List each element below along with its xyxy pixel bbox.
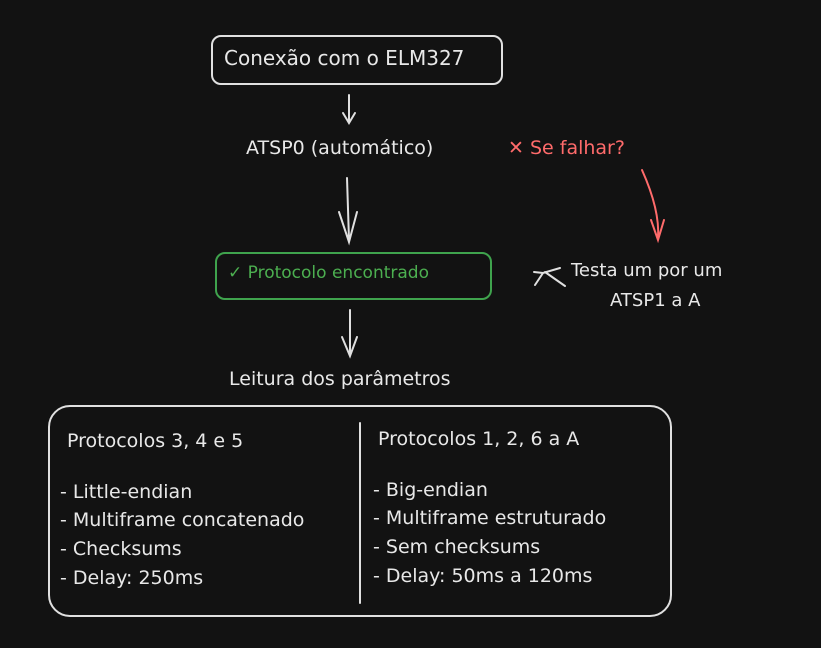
right-item: - Sem checksums bbox=[373, 536, 541, 558]
right-item: - Big-endian bbox=[373, 479, 488, 501]
start-label: Conexão com o ELM327 bbox=[224, 46, 465, 70]
arrow-auto-to-found bbox=[338, 177, 358, 246]
arrow-start-to-auto bbox=[342, 94, 356, 125]
left-item: - Little-endian bbox=[60, 481, 193, 503]
right-title: Protocolos 1, 2, 6 a A bbox=[378, 428, 580, 450]
protocols-box bbox=[48, 405, 672, 617]
arrow-fail-to-test bbox=[641, 169, 665, 244]
fail-label: ✕ Se falhar? bbox=[508, 137, 625, 159]
arrow-found-to-read bbox=[341, 309, 358, 359]
test-label-1: Testa um por um bbox=[571, 260, 723, 281]
start-node bbox=[211, 35, 503, 85]
left-title: Protocolos 3, 4 e 5 bbox=[67, 430, 244, 452]
test-label-2: ATSP1 a A bbox=[610, 290, 701, 311]
read-label: Leitura dos parâmetros bbox=[229, 368, 451, 390]
arrow-test-to-found bbox=[533, 267, 566, 287]
found-label: ✓ Protocolo encontrado bbox=[228, 263, 429, 283]
left-item: - Delay: 250ms bbox=[60, 567, 204, 589]
auto-label: ATSP0 (automático) bbox=[246, 137, 434, 159]
left-item: - Multiframe concatenado bbox=[60, 509, 305, 531]
left-item: - Checksums bbox=[60, 538, 182, 560]
right-item: - Multiframe estruturado bbox=[373, 507, 607, 529]
found-node bbox=[215, 252, 492, 300]
right-item: - Delay: 50ms a 120ms bbox=[373, 565, 593, 587]
